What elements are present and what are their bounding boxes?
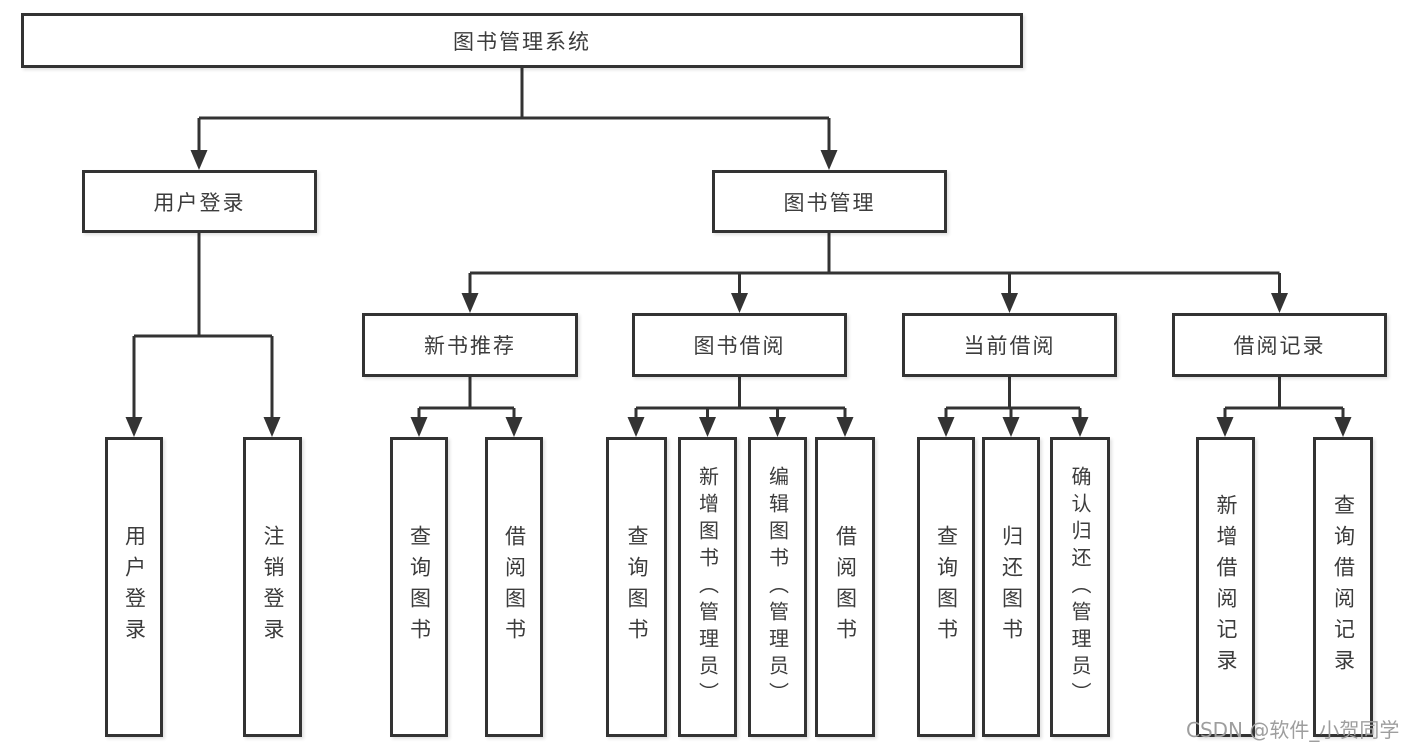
csdn-watermark: CSDN @软件_小贺同学 [1186, 718, 1400, 742]
connector-userlogin-to-leaves [125, 233, 281, 437]
leaf-borrowing-borrow-books: 借阅图书 [815, 437, 875, 737]
connector-newbook-to-leaves [410, 377, 523, 437]
leaf-user-login: 用户登录 [105, 437, 163, 737]
node-borrow-records: 借阅记录 [1172, 313, 1387, 377]
leaf-recommend-borrow-books: 借阅图书 [485, 437, 543, 737]
connector-root-to-level2 [190, 68, 838, 170]
leaf-recommend-query-books: 查询图书 [390, 437, 448, 737]
node-current-borrowing: 当前借阅 [902, 313, 1117, 377]
leaf-records-query-borrow-record: 查询借阅记录 [1313, 437, 1373, 737]
node-user-login: 用户登录 [82, 170, 317, 233]
node-library-system: 图书管理系统 [21, 13, 1023, 68]
node-book-borrowing: 图书借阅 [632, 313, 847, 377]
connector-records-to-leaves [1216, 377, 1352, 437]
connector-bookborrow-to-leaves [627, 377, 854, 437]
leaf-records-add-borrow-record: 新增借阅记录 [1196, 437, 1255, 737]
leaf-borrowing-query-books: 查询图书 [606, 437, 667, 737]
connector-currentborrow-to-leaves [937, 377, 1089, 437]
leaf-current-confirm-return-admin: 确认归还（管理员） [1050, 437, 1110, 737]
node-book-management: 图书管理 [712, 170, 947, 233]
leaf-borrowing-add-books-admin: 新增图书（管理员） [678, 437, 737, 737]
node-new-book-recommend: 新书推荐 [362, 313, 578, 377]
leaf-logout: 注销登录 [243, 437, 302, 737]
connector-bookmgmt-to-level3 [461, 233, 1288, 313]
leaf-current-return-books: 归还图书 [982, 437, 1040, 737]
leaf-borrowing-edit-books-admin: 编辑图书（管理员） [748, 437, 807, 737]
leaf-current-query-books: 查询图书 [917, 437, 975, 737]
